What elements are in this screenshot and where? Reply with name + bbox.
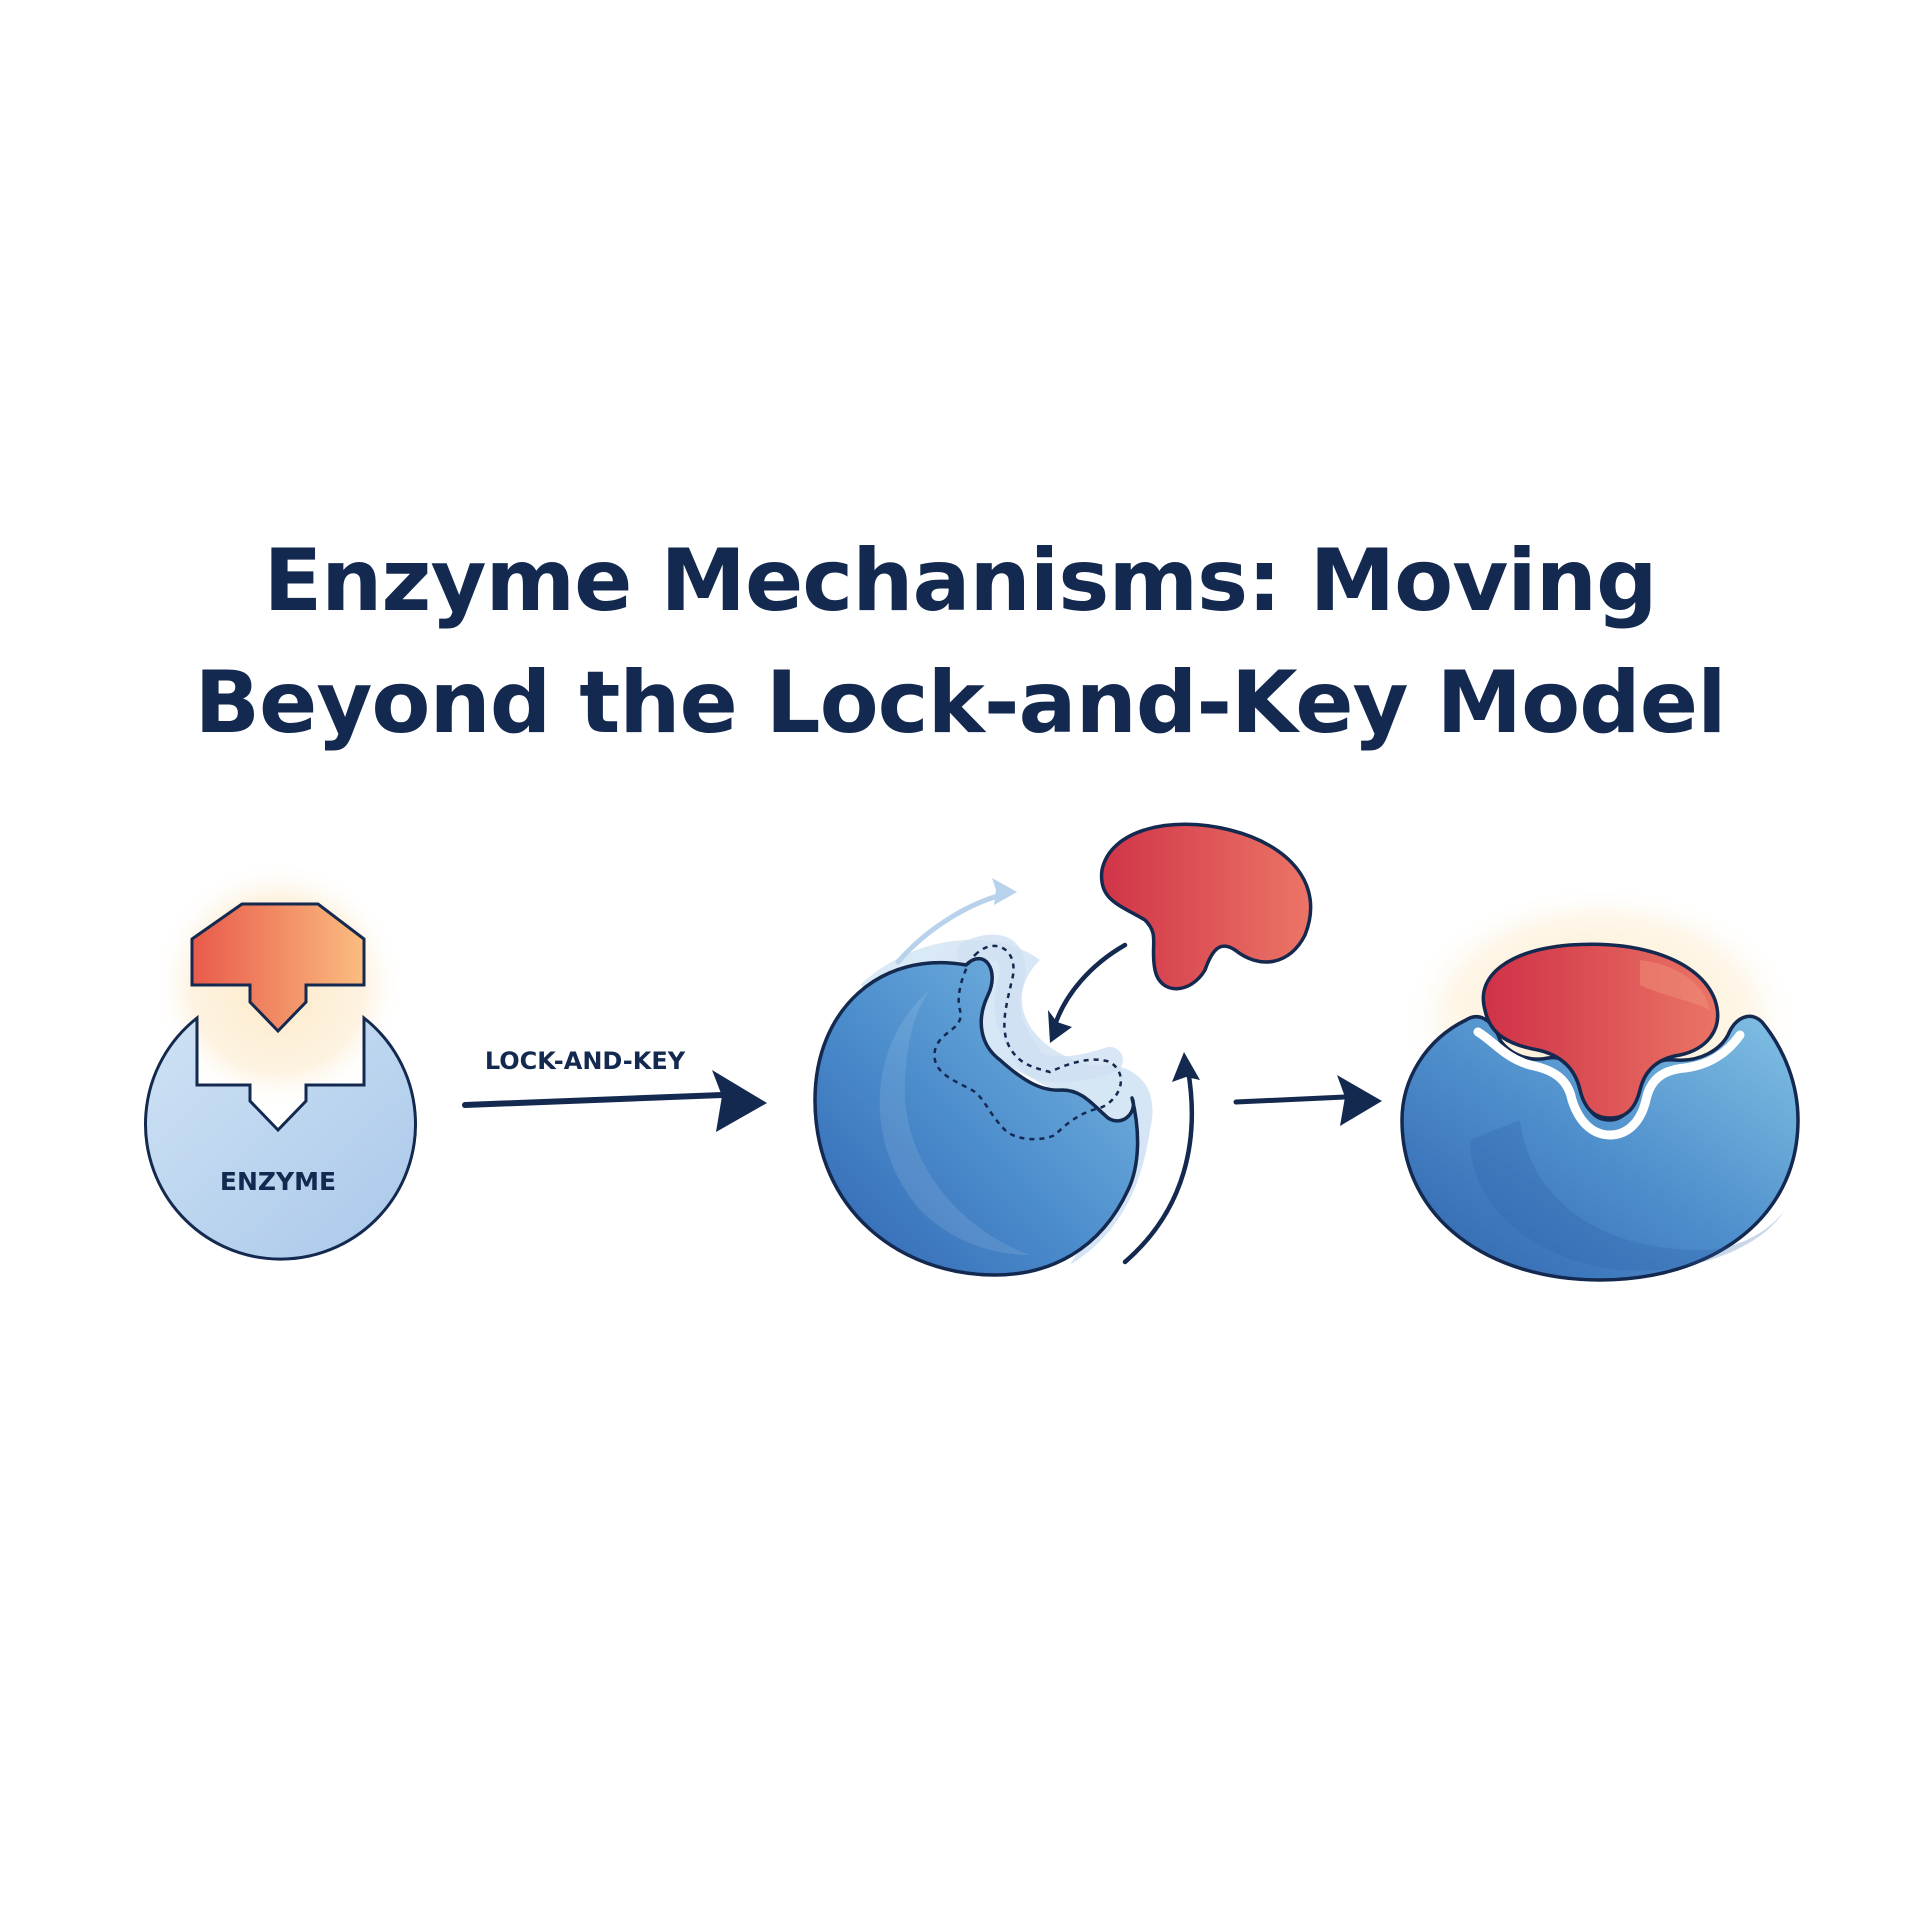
enzyme-label: ENZYME	[220, 1167, 336, 1196]
enzyme-substrate-complex-icon	[1400, 885, 1800, 1282]
right-arrow-icon	[1233, 1075, 1382, 1126]
dotted-original-shape	[933, 944, 1122, 1141]
right-arrow-icon	[462, 1070, 767, 1132]
key-substrate	[190, 902, 366, 1034]
enzyme-body-changing	[813, 957, 1140, 1277]
title-line-1: Enzyme Mechanisms: Moving	[263, 531, 1657, 631]
title-line-2: Beyond the Lock-and-Key Model	[194, 653, 1726, 753]
induced-fit-enzyme-icon	[813, 822, 1313, 1277]
lock-and-key-enzyme-icon: ENZYME	[144, 860, 417, 1261]
enzyme-body	[144, 1014, 417, 1261]
page-title: Enzyme Mechanisms: Moving Beyond the Loc…	[0, 520, 1920, 764]
lock-and-key-label: LOCK-AND-KEY	[485, 1047, 686, 1075]
substrate	[1099, 822, 1313, 991]
